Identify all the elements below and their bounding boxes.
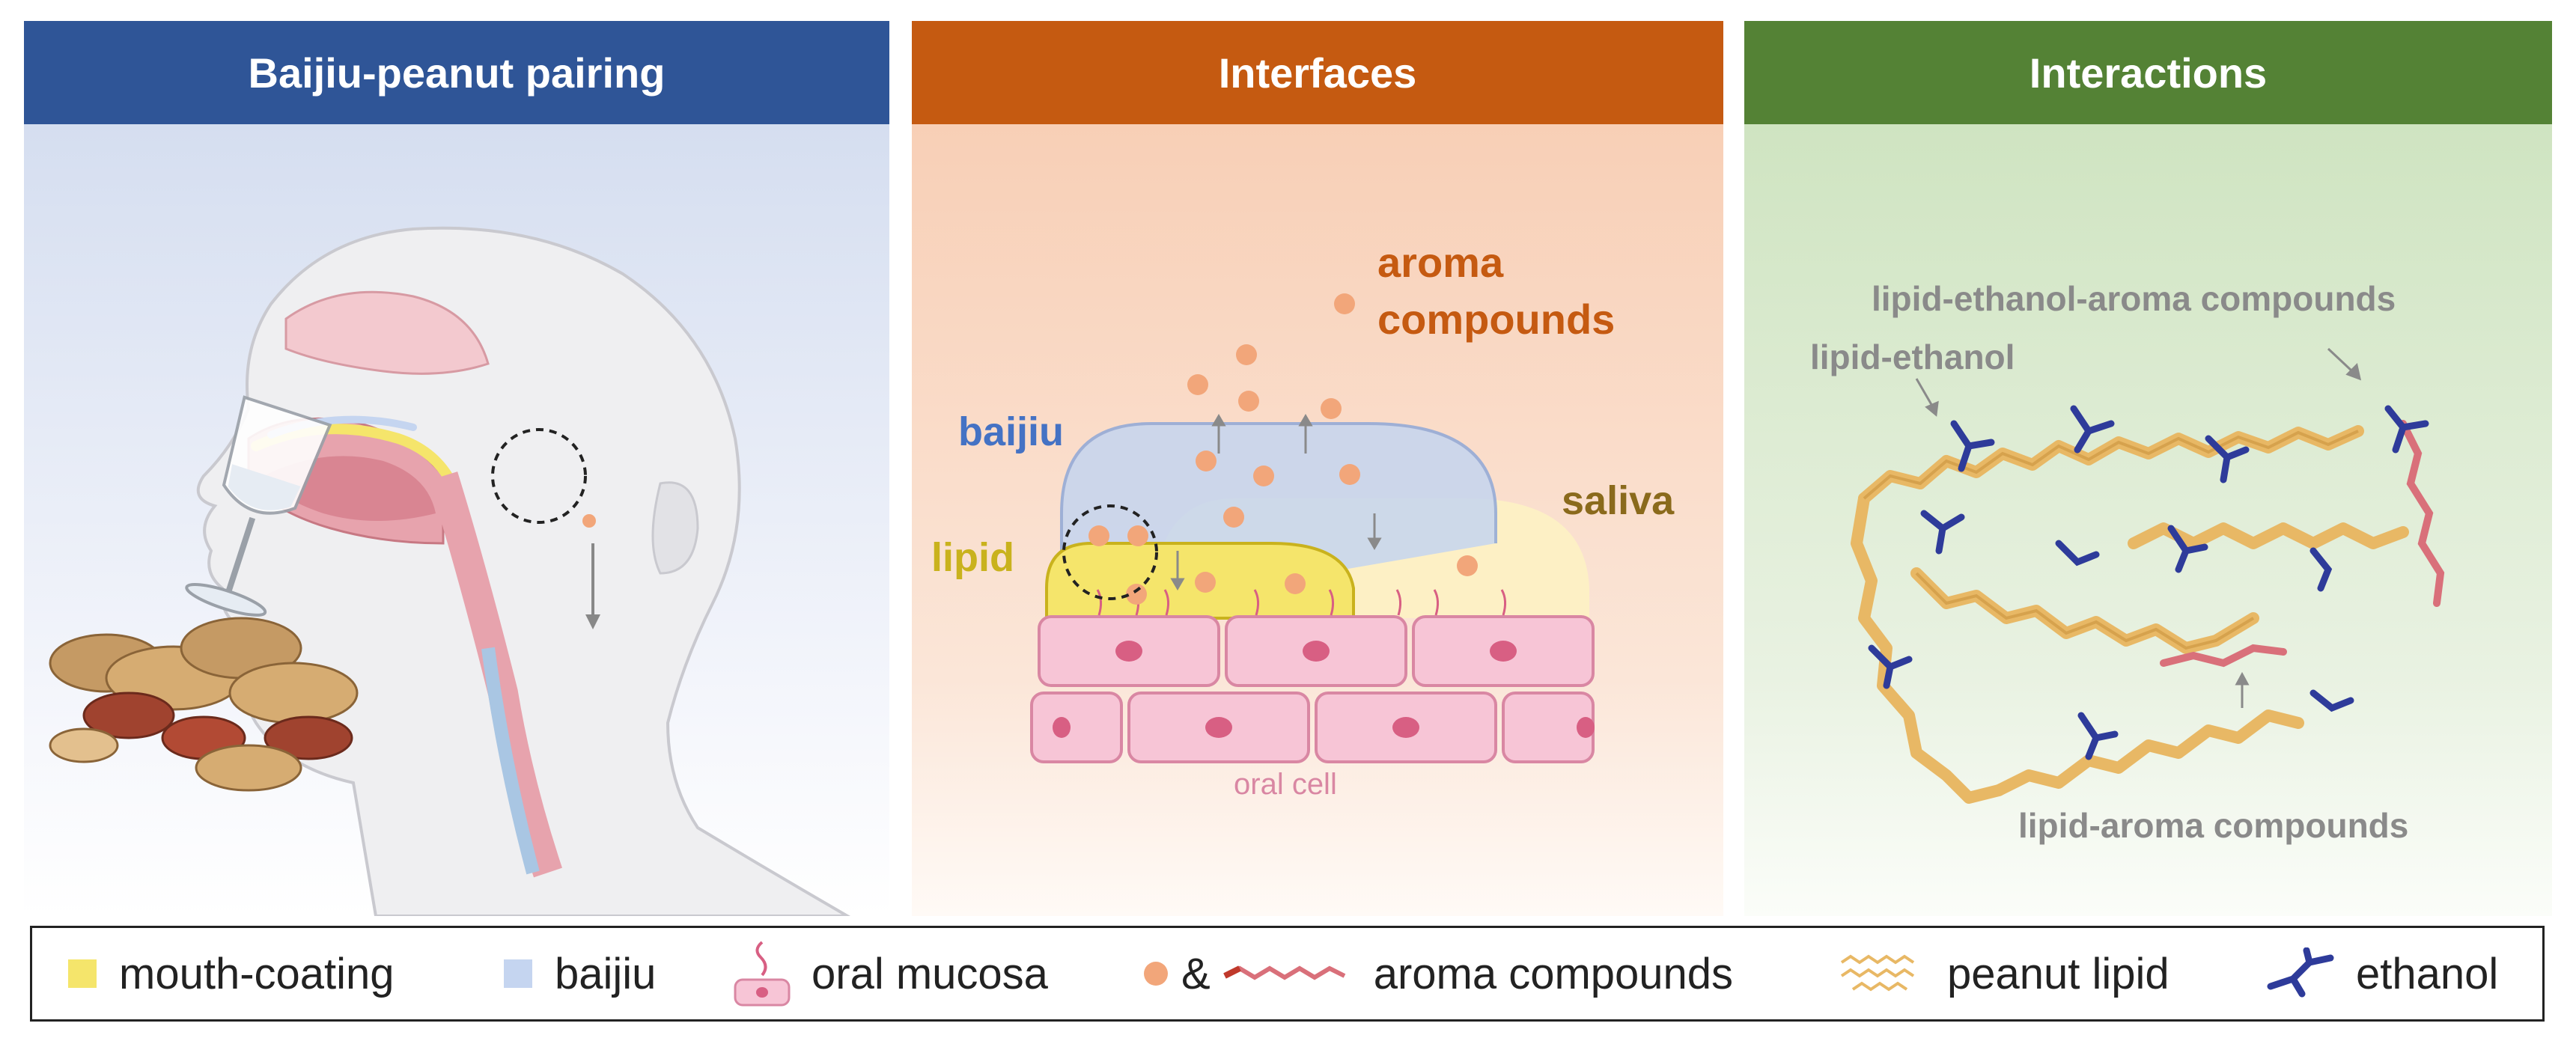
aroma-chains: [2160, 420, 2445, 668]
magnify-circle: [1062, 504, 1158, 600]
lipid-chain-shading: [1863, 430, 2359, 650]
legend-item-mouth-coating: mouth-coating: [68, 928, 395, 1019]
label-lipid-ethanol-aroma: lipid-ethanol-aroma compounds: [1872, 279, 2396, 318]
interface-diagram: [1030, 293, 1595, 763]
label-oral-cell: oral cell: [1234, 768, 1337, 801]
magnify-circle: [491, 428, 587, 524]
panel-body: lipid-ethanol-aroma compounds lipid-etha…: [1744, 124, 2552, 916]
lipid-chains: [1851, 425, 2409, 804]
baijiu-swatch-icon: [504, 959, 532, 988]
throat: [428, 471, 562, 878]
label-lipid: lipid: [931, 535, 1014, 580]
legend-label: peanut lipid: [1947, 949, 2169, 998]
aroma-chain-icon: [1222, 965, 1346, 980]
legend-label: aroma compounds: [1373, 949, 1734, 998]
ear: [651, 481, 699, 575]
panel-interactions: Interactions: [1744, 21, 2552, 916]
cell-nuclei: [1053, 641, 1595, 738]
diffusion-arrows: [1170, 414, 1382, 590]
label-saliva: saliva: [1562, 478, 1675, 523]
peanut-lipid-icon: [1840, 954, 1915, 992]
legend-ampersand: &: [1181, 949, 1211, 998]
label-lipid-aroma: lipid-aroma compounds: [2018, 806, 2409, 845]
wine-glass: [185, 395, 332, 617]
oral-mucosa-icon: [734, 941, 791, 1007]
panel-interfaces: Interfaces: [912, 21, 1723, 916]
legend-item-ethanol: ethanol: [2263, 928, 2498, 1019]
legend-item-baijiu: baijiu: [504, 928, 656, 1019]
legend-item-peanut-lipid: peanut lipid: [1838, 928, 2169, 1019]
legend: mouth-coating baijiu oral mucosa & aroma…: [30, 926, 2545, 1022]
label-baijiu: baijiu: [958, 409, 1065, 454]
panel-title: Interactions: [1744, 21, 2552, 124]
panel-baijiu-peanut-pairing: Baijiu-peanut pairing: [24, 21, 889, 916]
peanuts: [49, 617, 359, 792]
legend-item-oral-mucosa: oral mucosa: [732, 928, 1048, 1019]
panel-title: Interfaces: [912, 21, 1723, 124]
ethanol-icon: [2267, 947, 2334, 998]
head-illustration: [49, 226, 850, 916]
aroma-dot-icon: [1144, 962, 1168, 986]
legend-label: baijiu: [555, 949, 657, 998]
mouth-coating-swatch-icon: [68, 959, 97, 988]
aroma-dots: [1088, 293, 1478, 605]
legend-label: ethanol: [2356, 949, 2499, 998]
label-compounds: compounds: [1377, 296, 1616, 343]
nasal-cavity: [284, 290, 490, 375]
legend-item-aroma-compounds: & aroma compounds: [1144, 928, 1733, 1019]
ethanol-molecules: [1868, 405, 2429, 760]
panel-body: aroma compounds baijiu lipid saliva oral…: [912, 124, 1723, 916]
label-aroma: aroma: [1377, 239, 1504, 286]
panel-title: Baijiu-peanut pairing: [24, 21, 889, 124]
panel-body: [24, 124, 889, 916]
label-lipid-ethanol: lipid-ethanol: [1810, 338, 2015, 376]
trachea: [481, 647, 540, 875]
mucosa-receptors: [1096, 589, 1507, 616]
legend-label: mouth-coating: [119, 949, 395, 998]
legend-label: oral mucosa: [812, 949, 1048, 998]
pointer-arrows: [1915, 347, 2362, 708]
molecular-model: [1851, 347, 2445, 804]
flow-arrow-head: [585, 614, 600, 629]
aroma-dot-head: [582, 514, 596, 528]
oral-cells: [1030, 615, 1595, 763]
